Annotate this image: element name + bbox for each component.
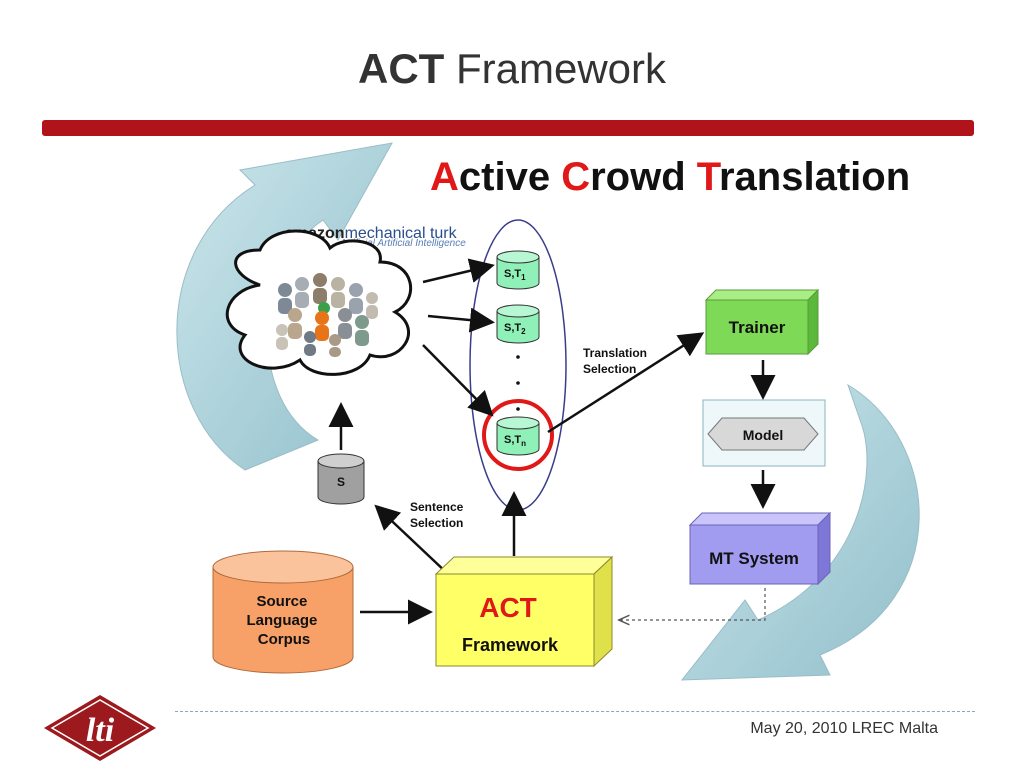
svg-text:MT System: MT System xyxy=(709,549,799,568)
svg-text:Model: Model xyxy=(743,427,783,443)
svg-text:ACT: ACT xyxy=(479,592,537,623)
svg-text:Trainer: Trainer xyxy=(729,318,786,337)
svg-text:S: S xyxy=(337,475,345,489)
title-divider-bar xyxy=(42,120,974,136)
sentence-selection-label: Sentence Selection xyxy=(410,500,467,530)
arrow-act-to-s xyxy=(374,504,449,575)
arrow-cloud-to-bucket-n xyxy=(422,344,494,417)
svg-text:S,T2: S,T2 xyxy=(504,322,526,336)
dashed-feedback-arrow xyxy=(620,588,766,620)
crowd-people-icon xyxy=(276,273,378,357)
model-box: Model xyxy=(702,399,826,467)
slide-title: ACT Framework xyxy=(0,45,1024,93)
mt-system-box: MT System xyxy=(688,511,832,586)
ellipsis-dots xyxy=(516,355,520,411)
act-framework-box: ACT Framework xyxy=(434,555,614,668)
translation-selection-label: Translation Selection xyxy=(583,346,650,376)
bucket-s-t-2: S,T2 xyxy=(496,304,540,344)
svg-text:lti: lti xyxy=(86,712,115,749)
svg-text:Source Language Co: Source Language Corpus xyxy=(246,593,321,648)
arrow-bucket-n-to-trainer xyxy=(547,332,705,434)
slide-title-rest: Framework xyxy=(455,45,667,92)
cycle-arrow-left xyxy=(176,142,393,471)
cycle-arrow-right xyxy=(680,383,920,681)
bucket-s-t-1: S,T1 xyxy=(496,250,540,290)
source-language-corpus: Source Language Corpus xyxy=(212,550,354,674)
svg-text:S,T1: S,T1 xyxy=(504,268,526,282)
footer-date-venue: May 20, 2010 LREC Malta xyxy=(750,720,938,737)
bucket-s-t-n: S,Tn xyxy=(496,416,540,456)
footer-divider xyxy=(175,711,975,712)
arrow-cloud-to-bucket-2 xyxy=(427,307,495,333)
svg-text:Framework: Framework xyxy=(462,635,559,655)
lti-logo: lti xyxy=(34,690,167,764)
slide-title-bold: ACT xyxy=(357,45,445,92)
trainer-box: Trainer xyxy=(704,288,820,356)
svg-text:S,Tn: S,Tn xyxy=(504,434,526,448)
svg-text:Artificial Artificial Intellig: Artificial Artificial Intelligence xyxy=(339,238,466,249)
highlight-circle xyxy=(482,399,554,471)
crowd-cloud xyxy=(225,229,412,376)
diagram-heading: Active Crowd Translation xyxy=(430,155,910,199)
arrow-cloud-to-bucket-1 xyxy=(422,258,495,284)
source-sentence-cylinder: S xyxy=(317,453,365,505)
